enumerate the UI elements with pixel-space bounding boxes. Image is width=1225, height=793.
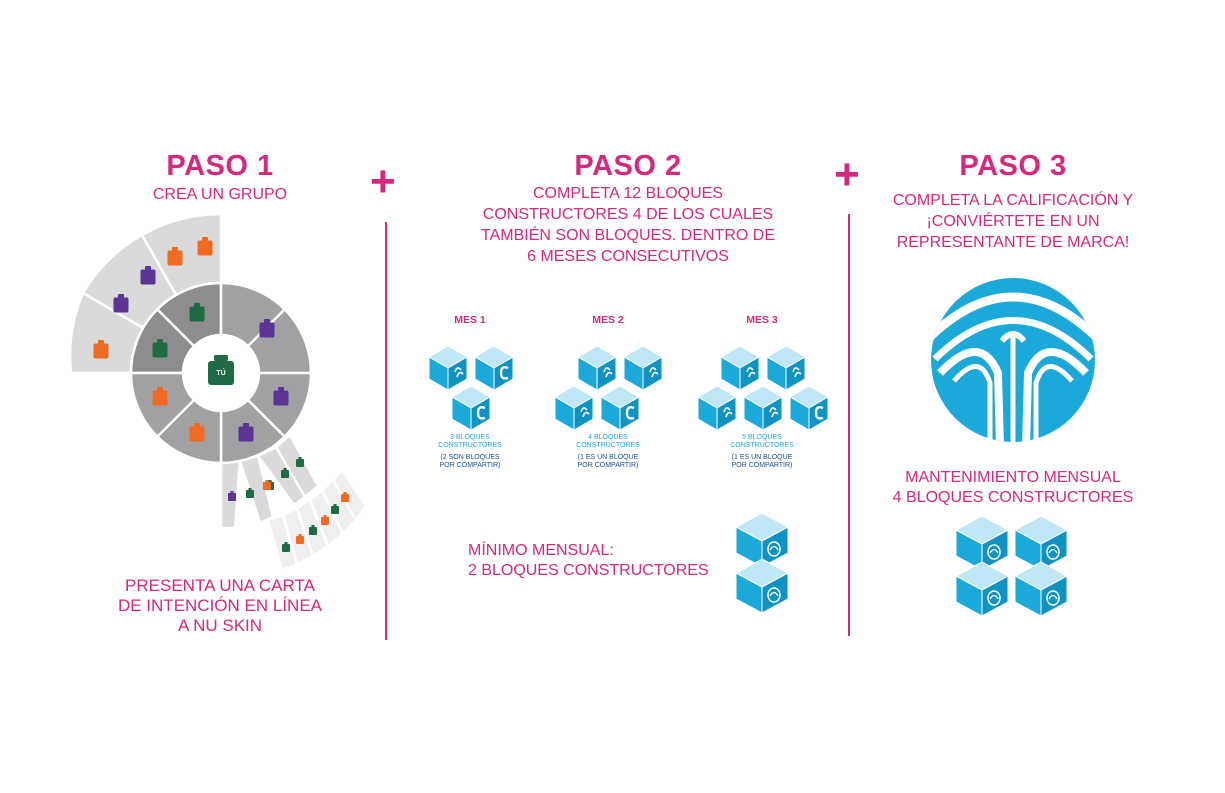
month-label: MES 3	[746, 314, 778, 326]
caption-line: 5 BLOQUES	[742, 434, 782, 441]
nu-skin-logo	[931, 278, 1095, 442]
month2-cubes	[554, 345, 663, 432]
caption-line: CONSTRUCTORES	[576, 442, 640, 449]
month-caption: 4 BLOQUES CONSTRUCTORES (1 ES UN BLOQUE …	[568, 434, 648, 470]
step2-subtitle-line: CONSTRUCTORES 4 DE LOS CUALES	[482, 206, 774, 223]
divider-line	[385, 222, 387, 640]
step2-subtitle-line: 6 MESES CONSECUTIVOS	[527, 248, 729, 265]
step2-subtitle: COMPLETA 12 BLOQUES CONSTRUCTORES 4 DE L…	[468, 183, 788, 267]
minimum-text: MÍNIMO MENSUAL: 2 BLOQUES CONSTRUCTORES	[468, 541, 728, 581]
caption-line: 3 BLOQUES	[450, 434, 490, 441]
note-line: (1 ES UN BLOQUE	[577, 454, 639, 461]
month-label: MES 2	[592, 314, 624, 326]
divider-line	[848, 214, 850, 636]
minimum-line: 2 BLOQUES CONSTRUCTORES	[468, 562, 709, 579]
step3-title: PASO 3	[959, 150, 1067, 182]
plus-sign: +	[834, 150, 860, 199]
step1-footer-line: A NU SKIN	[177, 616, 263, 635]
step2-subtitle-line: COMPLETA 12 BLOQUES	[533, 185, 723, 202]
step3-subtitle-line: COMPLETA LA CALIFICACIÓN Y	[892, 192, 1134, 209]
tu-label: TÚ	[216, 370, 226, 377]
month-label: MES 1	[454, 314, 486, 326]
step3-subtitle: COMPLETA LA CALIFICACIÓN Y ¡CONVIÉRTETE …	[873, 190, 1153, 253]
note-line: POR COMPARTIR)	[577, 462, 639, 469]
caption-line: CONSTRUCTORES	[730, 442, 794, 449]
maintenance-cubes	[955, 515, 1068, 617]
month-caption: 3 BLOQUES CONSTRUCTORES (2 SON BLOQUES P…	[430, 434, 510, 470]
note-line: POR COMPARTIR)	[439, 462, 501, 469]
caption-line: CONSTRUCTORES	[438, 442, 502, 449]
step3-subtitle-line: REPRESENTANTE DE MARCA!	[896, 234, 1130, 251]
note-line: (2 SON BLOQUES	[440, 454, 500, 461]
caption-line: 4 BLOQUES	[588, 434, 628, 441]
month1-cubes	[428, 344, 515, 432]
maintenance-text: MANTENIMIENTO MENSUAL 4 BLOQUES CONSTRUC…	[873, 468, 1153, 508]
note-line: POR COMPARTIR)	[731, 462, 793, 469]
minimum-cubes	[735, 512, 789, 614]
step1-footer-line: DE INTENCIÓN EN LÍNEA	[117, 596, 323, 615]
note-line: (1 ES UN BLOQUE	[731, 454, 793, 461]
step1-title: PASO 1	[166, 150, 274, 182]
plus-sign: +	[370, 157, 396, 206]
step3-subtitle-line: ¡CONVIÉRTETE EN UN	[926, 213, 1100, 230]
step1-footer: PRESENTA UNA CARTA DE INTENCIÓN EN LÍNEA…	[100, 576, 340, 636]
step1-footer-line: PRESENTA UNA CARTA	[125, 576, 315, 595]
minimum-line: MÍNIMO MENSUAL:	[468, 542, 614, 559]
step1-subtitle: CREA UN GRUPO	[152, 186, 288, 203]
step2-title: PASO 2	[574, 150, 682, 182]
tu-bag-icon	[208, 355, 234, 385]
group-diagram	[68, 212, 368, 572]
month3-cubes	[697, 345, 830, 432]
maintenance-line: 4 BLOQUES CONSTRUCTORES	[892, 489, 1134, 506]
step2-subtitle-line: TAMBIÉN SON BLOQUES. DENTRO DE	[481, 227, 775, 244]
maintenance-line: MANTENIMIENTO MENSUAL	[905, 469, 1121, 486]
month-caption: 5 BLOQUES CONSTRUCTORES (1 ES UN BLOQUE …	[722, 434, 802, 470]
